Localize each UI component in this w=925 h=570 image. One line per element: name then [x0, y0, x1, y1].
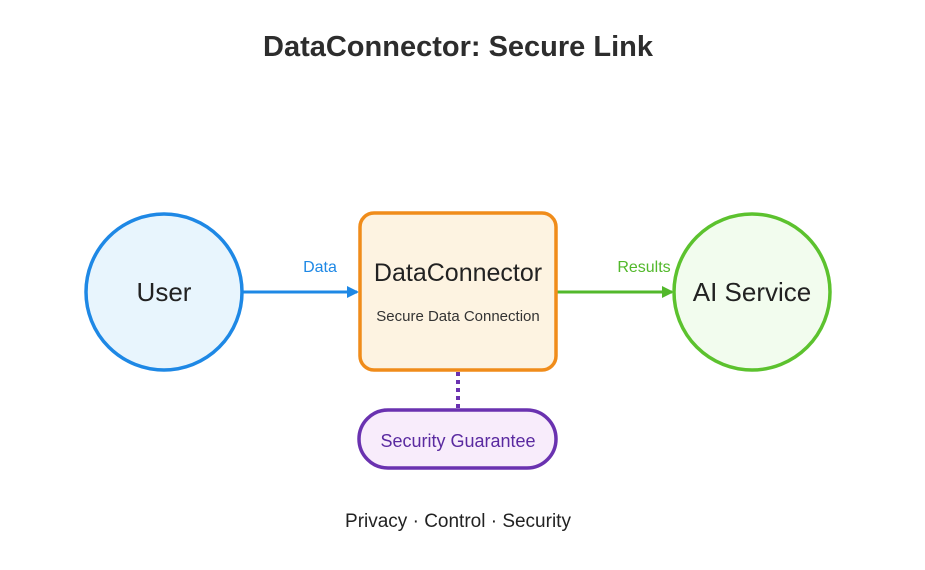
node-dataconnector-box: [358, 211, 558, 372]
diagram-title: DataConnector: Secure Link: [263, 31, 654, 63]
node-security-guarantee-pill: [357, 408, 558, 470]
node-security-guarantee-label: Security Guarantee: [380, 431, 535, 451]
node-dataconnector-title: DataConnector: [374, 259, 542, 287]
node-ai-service[interactable]: AI Service: [672, 212, 832, 372]
node-ai-service-circle: [672, 212, 832, 372]
edge-results: Results: [557, 259, 674, 298]
node-security-guarantee[interactable]: Security Guarantee: [357, 408, 558, 470]
node-user[interactable]: User: [84, 212, 244, 372]
node-dataconnector-subtitle: Secure Data Connection: [376, 308, 539, 325]
edge-data: Data: [243, 259, 359, 298]
node-ai-service-label: AI Service: [693, 277, 812, 307]
footer-tagline: Privacy · Control · Security: [345, 511, 571, 532]
edge-results-label: Results: [617, 259, 670, 276]
node-user-label: User: [137, 277, 192, 307]
node-user-circle: [84, 212, 244, 372]
node-dataconnector[interactable]: DataConnector Secure Data Connection: [358, 211, 558, 372]
edge-data-label: Data: [303, 259, 337, 276]
